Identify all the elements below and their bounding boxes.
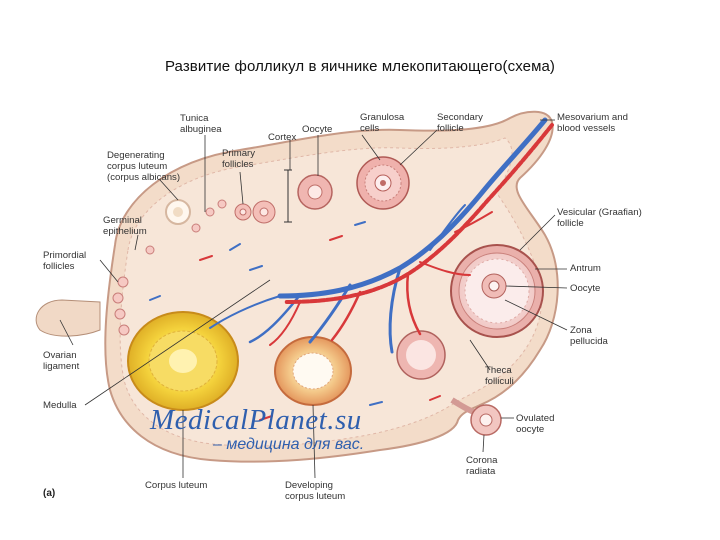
ovarian-ligament-shape xyxy=(36,300,100,336)
label-medulla: Medulla xyxy=(43,400,77,411)
watermark-site: MedicalPlanet.su xyxy=(150,404,362,437)
watermark-tagline: – медицина для вас. xyxy=(213,436,364,454)
corpus-albicans xyxy=(166,200,190,224)
label-vesicular-follicle: Vesicular (Graafian) follicle xyxy=(557,207,642,229)
label-secondary-follicle: Secondary follicle xyxy=(437,112,483,134)
growing-follicle xyxy=(298,175,332,209)
label-germinal-epithelium: Germinal epithelium xyxy=(103,215,147,237)
label-zona-pellucida: Zona pellucida xyxy=(570,325,608,347)
label-developing-corpus-luteum: Developing corpus luteum xyxy=(285,480,345,502)
panel-label: (a) xyxy=(43,488,55,499)
label-ovulated-oocyte: Ovulated oocyte xyxy=(516,413,554,435)
label-mesovarium: Mesovarium and blood vessels xyxy=(557,112,628,134)
label-ovarian-ligament: Ovarian ligament xyxy=(43,350,79,372)
label-antrum: Antrum xyxy=(570,263,601,274)
label-primordial-follicles: Primordial follicles xyxy=(43,250,86,272)
label-oocyte-top: Oocyte xyxy=(302,124,332,135)
label-corona-radiata: Corona radiata xyxy=(466,455,497,477)
label-degenerating-corpus-luteum: Degenerating corpus luteum (corpus albic… xyxy=(107,150,180,183)
label-granulosa-cells: Granulosa cells xyxy=(360,112,404,134)
label-corpus-luteum: Corpus luteum xyxy=(145,480,207,491)
corpus-luteum xyxy=(128,312,238,410)
developing-corpus-luteum xyxy=(275,337,351,405)
label-tunica-albuginea: Tunica albuginea xyxy=(180,113,222,135)
secondary-follicle xyxy=(357,157,409,209)
rupturing-follicle xyxy=(397,331,445,379)
label-cortex: Cortex xyxy=(268,132,296,143)
label-oocyte-right: Oocyte xyxy=(570,283,600,294)
label-primary-follicles: Primary follicles xyxy=(222,148,255,170)
graafian-follicle xyxy=(451,245,543,337)
label-theca-folliculi: Theca folliculi xyxy=(485,365,514,387)
